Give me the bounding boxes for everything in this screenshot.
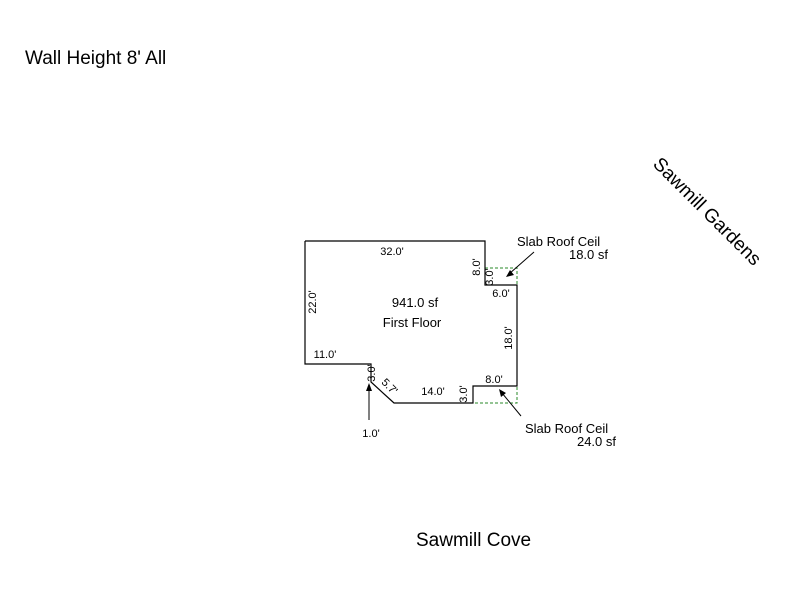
slab-bottom-leader-line [501, 392, 522, 417]
street-label-east: Sawmill Gardens [648, 154, 764, 270]
dim-notch-top-vertical: 8.0' [471, 258, 483, 275]
dim-lower-left: 11.0' [314, 349, 337, 361]
floor-name-label: First Floor [383, 315, 442, 330]
dim-step-vertical: 3.0' [366, 364, 378, 381]
floor-area-label: 941.0 sf [392, 295, 439, 310]
dim-right: 18.0' [503, 326, 515, 350]
dim-pointer: 1.0' [362, 428, 379, 440]
dim-notch-bottom-horizontal: 8.0' [485, 374, 502, 386]
dim-diagonal: 5.7' [379, 376, 400, 397]
first-floor-outline [304, 240, 518, 404]
street-label-south: Sawmill Cove [416, 530, 531, 551]
dim-top: 32.0' [380, 246, 404, 258]
dim-notch-top-horizontal: 6.0' [492, 288, 509, 300]
dim-bottom: 14.0' [421, 386, 445, 398]
slab-roof-bottom-area [472, 385, 518, 404]
dim-left: 22.0' [307, 290, 319, 314]
slab-top-leader-head [506, 270, 514, 277]
dim-notch-bottom-vertical: 3.0' [458, 385, 470, 402]
slab-bottom-leader-head [499, 389, 506, 397]
pointer-arrow-head [366, 383, 372, 391]
wall-height-note: Wall Height 8' All [25, 48, 166, 69]
slab-bottom-area: 24.0 sf [577, 434, 616, 449]
slab-top-area: 18.0 sf [569, 247, 608, 262]
slab-bottom-label: Slab Roof Ceil [525, 421, 608, 436]
slab-top-label: Slab Roof Ceil [517, 234, 600, 249]
dim-notch-top-inner: 3.0' [484, 268, 496, 285]
slab-top-leader-line [508, 251, 535, 275]
